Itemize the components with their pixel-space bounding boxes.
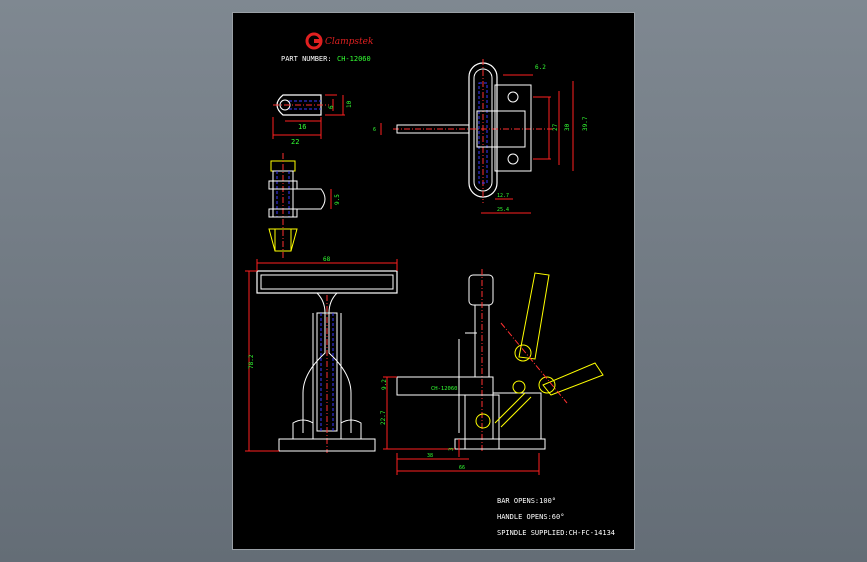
dim-clevis-width: 6 [328, 105, 335, 109]
dim-side-3: 3 [448, 447, 455, 451]
dim-side-38: 38 [427, 453, 433, 459]
dim-clevis-height: 10 [346, 100, 353, 108]
drawing-canvas: Clampstek PART NUMBER: CH-12060 [245, 32, 615, 537]
dim-front-12-7: 12.7 [497, 193, 509, 199]
dim-front-27: 27 [552, 123, 559, 131]
clamp-front-view [380, 59, 574, 214]
dim-front-6-2: 6.2 [535, 64, 546, 71]
note-spindle: SPINDLE SUPPLIED:CH-FC-14134 [497, 529, 615, 537]
dim-handle-68: 68 [323, 256, 331, 263]
logo-text: Clampstek [325, 37, 373, 47]
dim-handle-78-2: 78.2 [248, 354, 255, 369]
dim-bolt-9-5: 9.5 [334, 194, 341, 205]
dim-side-9-2: 9.2 [381, 379, 388, 390]
dim-front-39-7: 39.7 [582, 116, 589, 131]
dim-clevis-16: 16 [298, 123, 306, 131]
part-number-value: CH-12060 [337, 55, 371, 63]
dim-front-6: 6 [373, 127, 376, 133]
drawing-sheet: Clampstek PART NUMBER: CH-12060 [232, 12, 635, 550]
note-handle-opens: HANDLE OPENS:60° [497, 513, 564, 521]
t-handle-view [245, 259, 398, 453]
dim-front-30: 30 [564, 123, 571, 131]
dim-side-22-7: 22.7 [380, 410, 387, 425]
brand-logo: Clampstek [305, 32, 373, 50]
clevis-top-view [272, 94, 345, 139]
note-bar-opens: BAR OPENS:100° [497, 497, 556, 505]
dim-clevis-22: 22 [291, 138, 299, 146]
dim-side-66: 66 [459, 465, 465, 471]
bolt-side-view [268, 153, 332, 258]
dim-front-25-4: 25.4 [497, 207, 509, 213]
bar-label: CH-12060 [431, 386, 458, 392]
clamp-side-elevation [383, 269, 604, 475]
part-number-label: PART NUMBER: [281, 55, 332, 63]
